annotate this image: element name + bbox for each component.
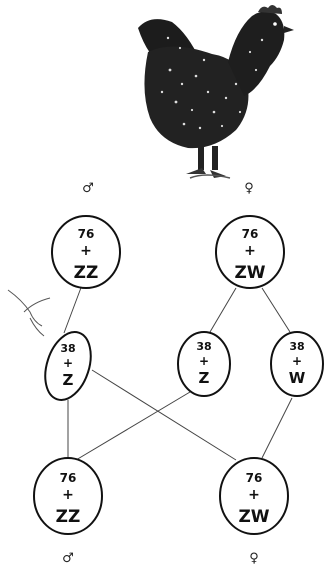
- offspring-female-symbol: ♀: [249, 551, 259, 566]
- line-male-gamete-to-daughter: [91, 369, 237, 461]
- hen-illustration: [138, 5, 294, 179]
- parent-male-symbol: ♂: [82, 181, 94, 196]
- parent-female-chromosomes: ZW: [234, 263, 265, 283]
- gamete-female-w-plus: +: [292, 354, 302, 368]
- gamete-male-z-chromosome: Z: [63, 371, 74, 389]
- offspring-female-plus: +: [248, 487, 260, 503]
- offspring-female-chromosomes: ZW: [238, 507, 269, 527]
- parent-female-count: 76: [242, 227, 259, 241]
- parent-female-plus: +: [244, 243, 256, 259]
- parent-female-symbol: ♀: [244, 181, 254, 196]
- line-female-parent-to-gamete-w: [261, 287, 291, 333]
- offspring-female-cell: 76 + ZW: [219, 457, 289, 535]
- line-female-parent-to-gamete-z: [209, 287, 237, 333]
- gamete-female-z-chromosome: Z: [199, 369, 210, 387]
- offspring-female-count: 76: [246, 471, 263, 485]
- parent-male-cell: 76 + ZZ: [51, 215, 121, 289]
- gamete-female-z-plus: +: [199, 354, 209, 368]
- gamete-male-z: [44, 331, 92, 401]
- parent-male-count: 76: [78, 227, 95, 241]
- offspring-male-cell: 76 + ZZ: [33, 457, 103, 535]
- line-w-gamete-to-daughter: [261, 397, 293, 459]
- parent-male-plus: +: [80, 243, 92, 259]
- line-z-gamete-to-son: [75, 391, 191, 461]
- gamete-female-w-chromosome: W: [289, 369, 306, 387]
- gamete-female-w: 38 + W: [270, 331, 324, 397]
- offspring-male-plus: +: [62, 487, 74, 503]
- gamete-male-z-plus: +: [63, 356, 73, 370]
- gamete-male-z-count: 38: [60, 342, 75, 355]
- parent-female-cell: 76 + ZW: [215, 215, 285, 289]
- offspring-male-count: 76: [60, 471, 77, 485]
- gamete-female-z: 38 + Z: [177, 331, 231, 397]
- line-male-parent-to-gamete: [63, 284, 83, 334]
- inheritance-lines: [63, 284, 293, 461]
- gamete-female-z-count: 38: [196, 340, 211, 353]
- offspring-male-chromosomes: ZZ: [56, 507, 81, 527]
- parent-male-chromosomes: ZZ: [74, 263, 99, 283]
- scribble-marks: [7, 289, 51, 337]
- gamete-female-w-count: 38: [289, 340, 304, 353]
- offspring-male-symbol: ♂: [62, 551, 74, 566]
